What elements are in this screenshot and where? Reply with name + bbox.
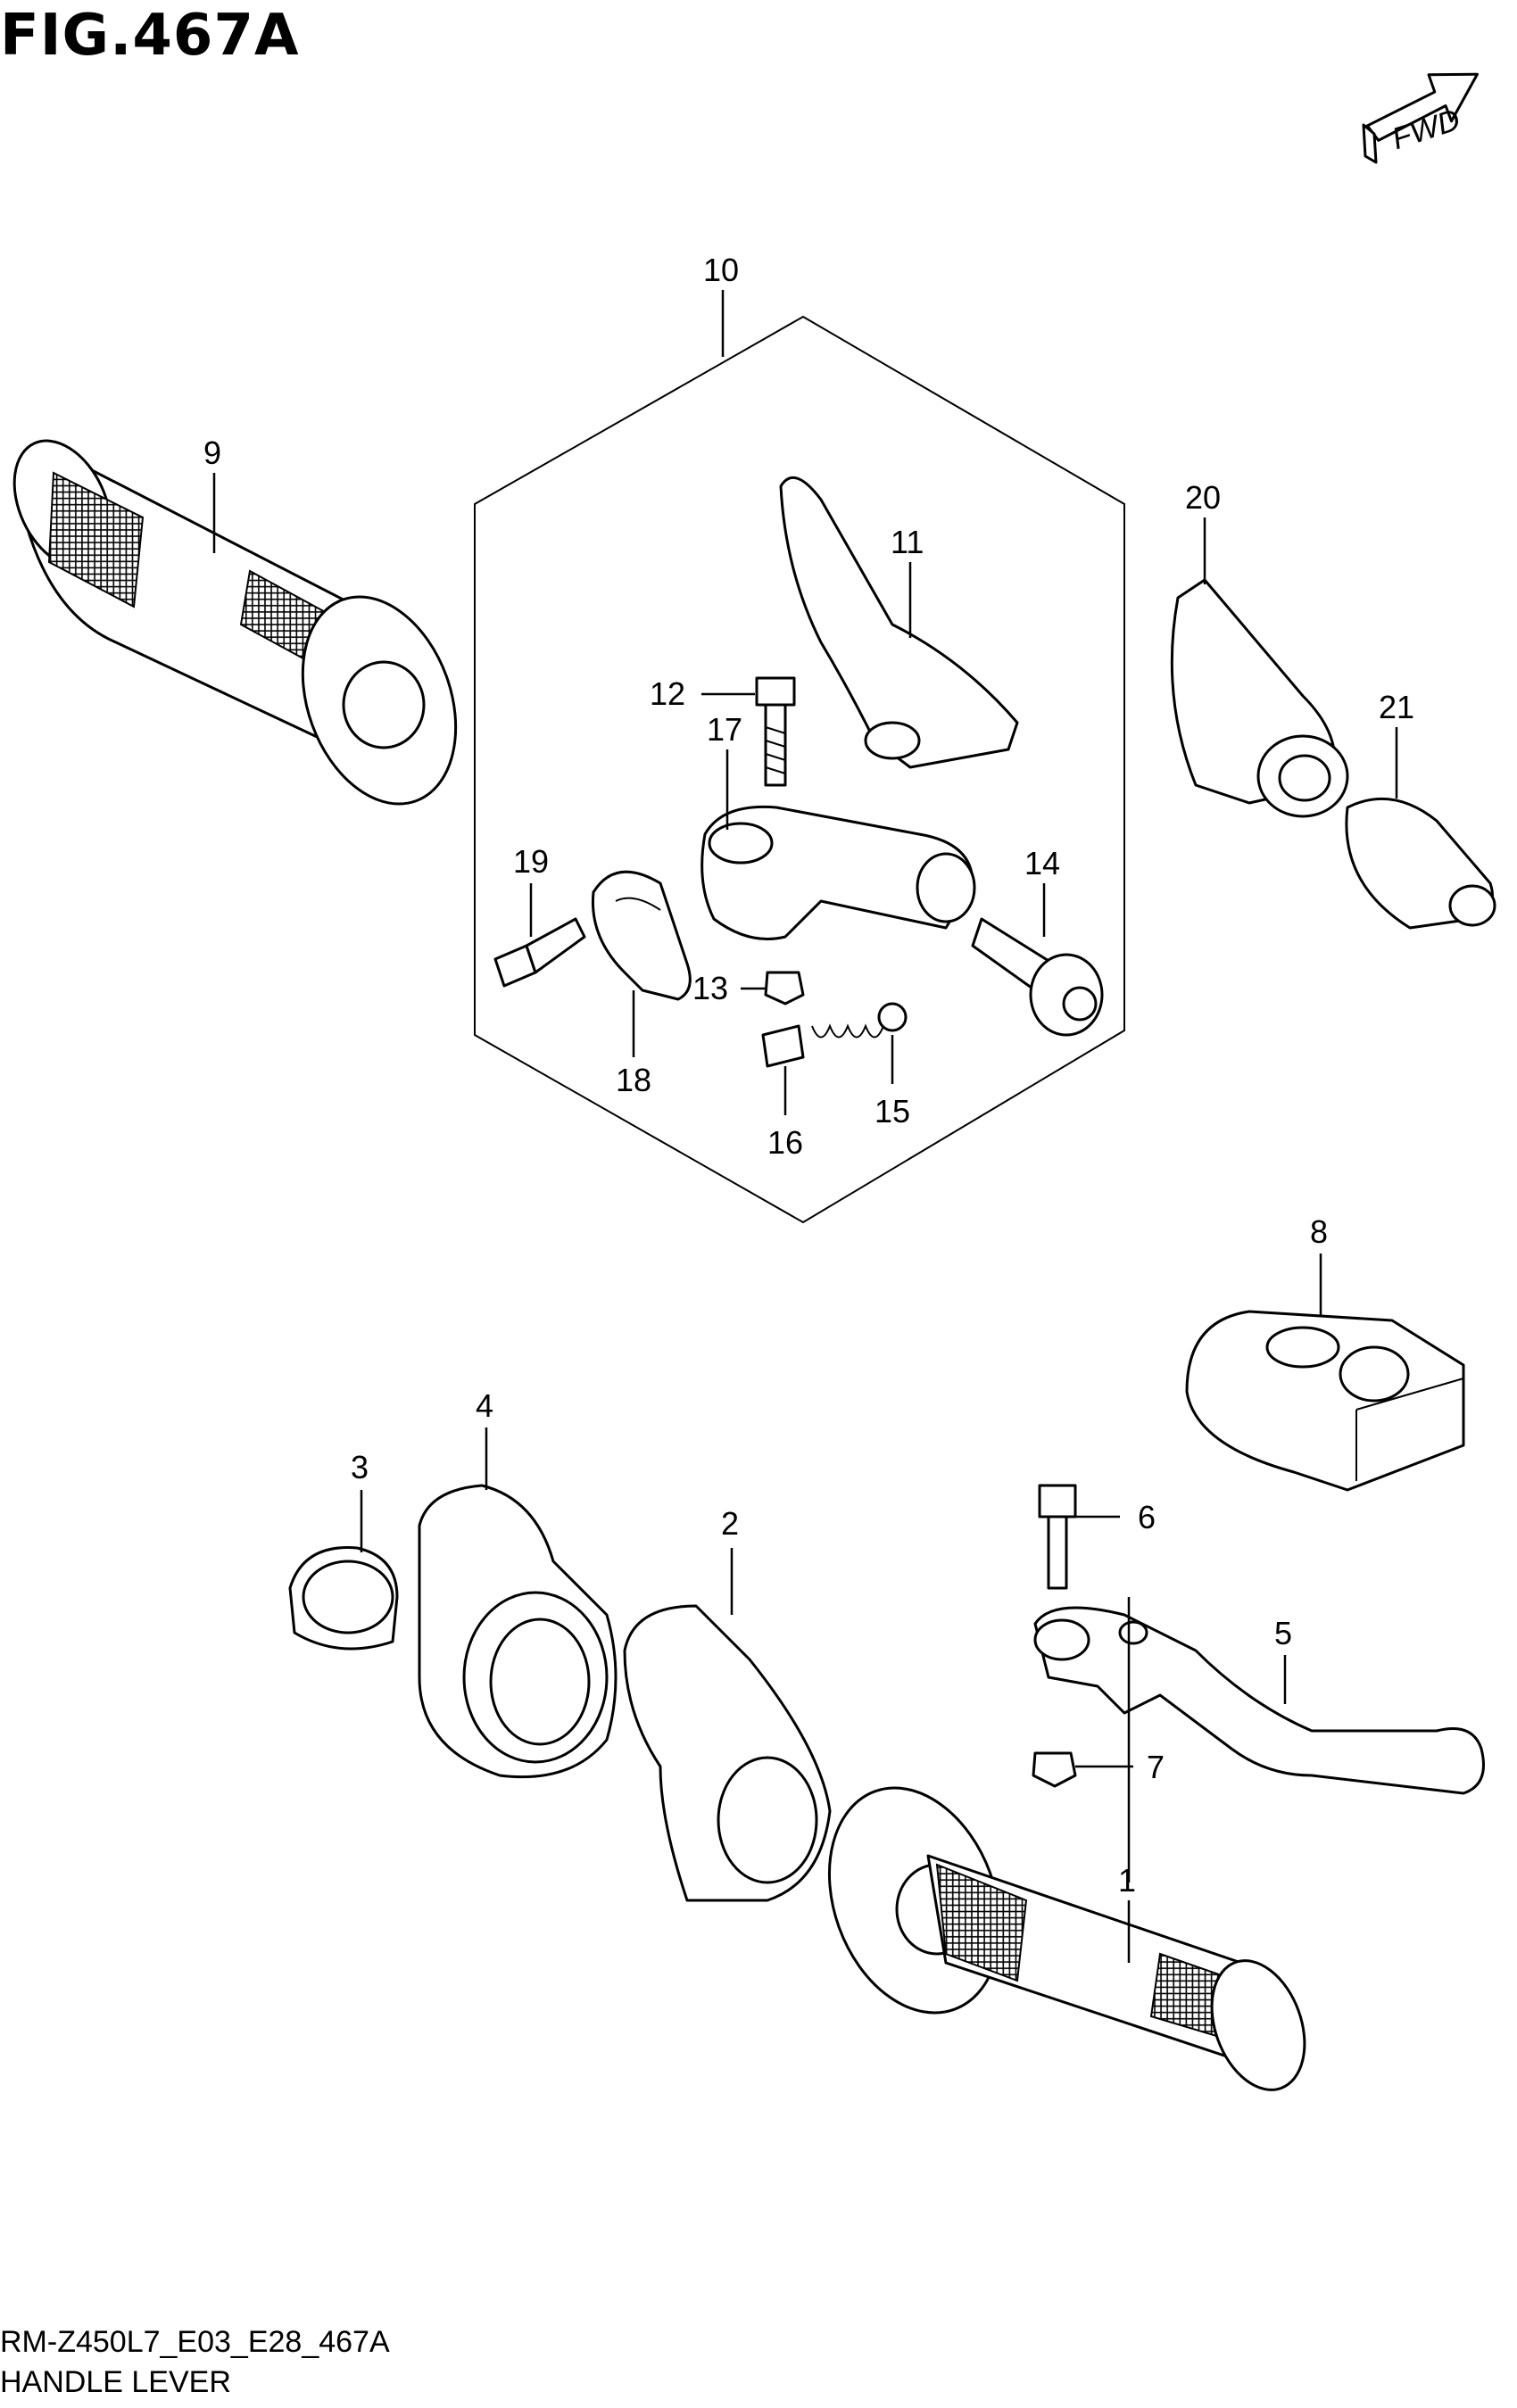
lever-lower: [1033, 1606, 1485, 1795]
ball-15: [877, 1002, 908, 1032]
callout-18: 18: [616, 1062, 651, 1098]
callout-3: 3: [351, 1449, 369, 1485]
bolt-6: [1038, 1484, 1077, 1590]
callout-7: 7: [1147, 1749, 1165, 1785]
adjuster-14: [971, 917, 1104, 1037]
callout-19: 19: [513, 843, 549, 880]
lever-upper: [779, 476, 1019, 769]
cover-8: [1185, 1310, 1465, 1492]
callout-21: 21: [1379, 689, 1414, 725]
sleeve-3: [288, 1546, 399, 1651]
callout-2: 2: [721, 1505, 739, 1542]
figure-code: RM-Z450L7_E03_E28_467A: [0, 2325, 390, 2359]
tube-2: [623, 1604, 832, 1902]
housing-4: [418, 1484, 618, 1779]
callout-20: 20: [1185, 479, 1221, 516]
bolt-12: [755, 676, 796, 787]
leader-lines: [212, 290, 1398, 1963]
lever-holder-17: [700, 805, 976, 940]
callout-15: 15: [875, 1093, 910, 1130]
callout-1: 1: [1118, 1862, 1136, 1899]
boot-20: [1170, 578, 1349, 818]
grip-left: [12, 439, 458, 806]
bolt-19: [493, 917, 586, 988]
callouts: 1 2 3 4 5 6 7 8 9 10 11 12 13 14 15 16 1…: [203, 252, 1414, 1899]
callout-4: 4: [476, 1387, 493, 1424]
callout-17: 17: [707, 711, 742, 748]
cap-21: [1345, 797, 1496, 930]
callout-5: 5: [1274, 1615, 1292, 1651]
fwd-arrow-icon: FWD: [1362, 72, 1479, 164]
grip-right: [827, 1786, 1306, 2091]
nut-7: [1032, 1751, 1077, 1788]
assembly-10-outline: [474, 315, 1125, 1224]
callout-14: 14: [1024, 845, 1060, 881]
callout-8: 8: [1310, 1213, 1328, 1250]
callout-6: 6: [1138, 1499, 1156, 1535]
callout-16: 16: [767, 1124, 803, 1161]
callout-12: 12: [650, 675, 685, 712]
callout-9: 9: [203, 434, 221, 471]
spring-16: [761, 1023, 884, 1068]
nut-13: [764, 971, 805, 1005]
callout-11: 11: [891, 524, 924, 560]
figure-name: HANDLE LEVER: [0, 2365, 231, 2399]
callout-13: 13: [692, 970, 728, 1006]
clamp-18: [591, 870, 692, 1001]
figure-title: FIG.467A: [0, 3, 300, 69]
callout-10: 10: [703, 252, 739, 288]
